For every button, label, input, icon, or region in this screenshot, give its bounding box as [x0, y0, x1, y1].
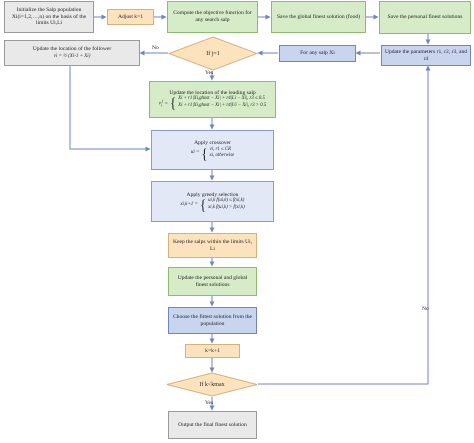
leading-case-2: Xi + r1|Xi,ghost − Xi| + r4|Ui − Xi|, r3… — [178, 102, 267, 108]
node-if-j1-text: If j=1 — [206, 50, 220, 57]
label-no-right: No — [422, 306, 429, 312]
node-compute-objective: Compute the objective function for any s… — [167, 1, 258, 33]
node-save-global-text: Save the global finest solution (food) — [276, 13, 361, 20]
node-keep-limits: Keep the salps within the limits Ui, Li — [168, 233, 257, 258]
node-save-personal: Save the personal finest solutions — [379, 1, 471, 34]
crossover-cases: vi, r1 ≤ CR xi, otherwise — [210, 147, 235, 160]
edge-follower-crossover — [69, 66, 151, 152]
diamond-shape — [168, 36, 258, 71]
node-k-increment-text: k=k+1 — [205, 347, 220, 354]
node-update-follower: Update the location of the follower vi =… — [4, 40, 140, 66]
edge-ifkmax-loop — [258, 65, 431, 385]
label-yes-bottom: Yes — [205, 400, 214, 406]
diamond-shape-kmax — [166, 372, 258, 397]
crossover-case-2: xi, otherwise — [209, 153, 235, 159]
node-update-params: Update the parameters r1, r2, r3, and r4 — [381, 45, 471, 66]
label-no-top: No — [152, 45, 159, 51]
node-greedy: Apply greedy selection xi,k+1 = { ui,k f… — [151, 181, 274, 222]
node-initialize: Initialize the Salp population Xi(i=1,2,… — [4, 1, 94, 33]
node-update-personal-global: Update the personal and global finest so… — [168, 267, 257, 296]
node-for-any-salp-text: For any salp Xi — [300, 50, 335, 57]
node-if-j1: If j=1 — [168, 36, 258, 71]
crossover-brace: { — [201, 145, 208, 162]
node-save-global: Save the global finest solution (food) — [271, 1, 366, 33]
greedy-cases: ui,k f(ui,k) ≤ f(xi,k) xi,k f(ui,k) > f(… — [208, 198, 245, 211]
node-adjust-k: Adjust k=1 — [107, 9, 154, 25]
node-save-personal-text: Save the personal finest solutions — [387, 14, 463, 21]
greedy-lhs: xi,k+1 = — [180, 201, 198, 207]
crossover-lhs: ui = — [190, 150, 200, 156]
node-initialize-text: Initialize the Salp population Xi(i=1,2,… — [11, 6, 87, 27]
node-keep-limits-text: Keep the salps within the limits Ui, Li — [172, 238, 253, 252]
node-if-kmax: If k<kmax — [166, 372, 258, 397]
greedy-case-1: ui,k f(ui,k) ≤ f(xi,k) — [208, 198, 245, 204]
leading-lhs: vij = — [158, 98, 168, 108]
greedy-brace: { — [199, 196, 207, 214]
node-compute-objective-text: Compute the objective function for any s… — [173, 10, 252, 23]
node-choose-fittest-text: Choose the fittest solution from the pop… — [172, 313, 253, 327]
node-crossover-title: Apply crossover — [194, 140, 231, 147]
node-update-follower-title: Update the location of the follower — [32, 46, 112, 53]
crossover-case-1: vi, r1 ≤ CR — [209, 146, 231, 152]
node-update-follower-eq: vi = ½ (Xi-1 + Xi) — [53, 53, 91, 59]
node-output: Output the final finest solution — [168, 411, 257, 439]
greedy-case-2: xi,k f(ui,k) > f(xi,k) — [208, 204, 245, 210]
node-update-personal-global-text: Update the personal and global finest so… — [177, 274, 248, 288]
node-for-any-salp: For any salp Xi — [279, 45, 356, 62]
node-update-params-text: Update the parameters r1, r2, r3, and r4 — [384, 48, 468, 62]
node-greedy-title: Apply greedy selection — [186, 191, 239, 198]
node-k-increment: k=k+1 — [185, 344, 240, 358]
node-update-leading: Update the location of the leading salp … — [149, 81, 276, 118]
node-adjust-k-text: Adjust k=1 — [117, 13, 144, 20]
label-yes-j: Yes — [205, 70, 214, 76]
node-choose-fittest: Choose the fittest solution from the pop… — [168, 307, 257, 334]
leading-cases: Xi + r1|Xi,ghost − Xi| + r4|Li − Xi|, r3… — [178, 96, 266, 109]
leading-case-1: Xi + r1|Xi,ghost − Xi| + r4|Li − Xi|, r3… — [178, 96, 265, 102]
greedy-equation: xi,k+1 = { ui,k f(ui,k) ≤ f(xi,k) xi,k f… — [180, 196, 245, 214]
node-update-leading-title: Update the location of the leading salp — [169, 89, 256, 96]
node-output-text: Output the final finest solution — [178, 421, 247, 428]
node-crossover: Apply crossover ui = { vi, r1 ≤ CR xi, o… — [151, 130, 274, 170]
leading-brace: { — [169, 94, 177, 112]
leading-equation: vij = { Xi + r1|Xi,ghost − Xi| + r4|Li −… — [158, 94, 267, 112]
crossover-equation: ui = { vi, r1 ≤ CR xi, otherwise — [190, 145, 235, 162]
node-if-kmax-text: If k<kmax — [199, 381, 225, 388]
